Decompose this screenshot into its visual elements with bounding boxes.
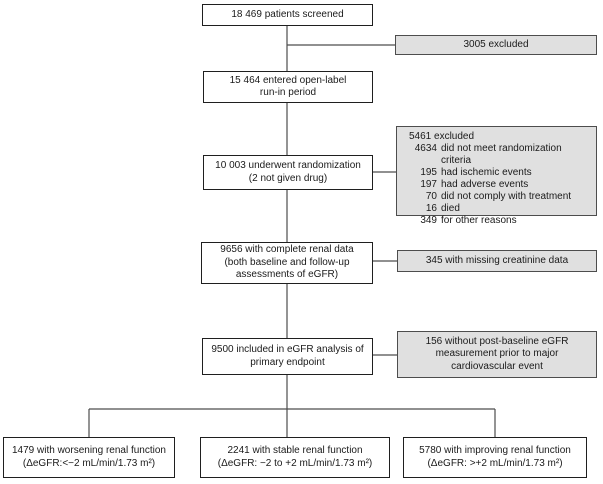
- node-text: 1479 with worsening renal function: [12, 445, 166, 456]
- node-missing-creatinine: 345 with missing creatinine data: [397, 250, 597, 272]
- node-text: primary endpoint: [250, 356, 325, 368]
- node-text: (ΔeGFR: −2 to +2 mL/min/1.73 m²): [217, 457, 373, 469]
- exclusion-reason-count: 4634: [414, 143, 437, 154]
- node-text: 2241 with stable renal function: [227, 445, 363, 456]
- exclusion-reason-row: 16 died: [397, 203, 592, 215]
- node-text: 18 469 patients screened: [231, 8, 344, 20]
- node-text: 9656 with complete renal data: [220, 244, 354, 256]
- node-text: 9500 included in eGFR analysis of: [211, 344, 364, 355]
- exclusion-reason-label: had ischemic events: [441, 167, 532, 178]
- exclusion-reason-count: 195: [420, 167, 437, 178]
- exclusion-reason-count: 349: [420, 215, 437, 226]
- node-text: 15 464 entered open-label: [229, 74, 347, 86]
- node-text: cardiovascular event: [451, 360, 543, 372]
- node-worsening-renal: 1479 with worsening renal function (ΔeGF…: [3, 437, 175, 478]
- exclusion-header: 5461 excluded: [409, 131, 475, 142]
- exclusion-reason-label: for other reasons: [441, 215, 517, 226]
- node-improving-renal: 5780 with improving renal function (ΔeGF…: [403, 437, 587, 478]
- exclusion-reason-count: 16: [425, 203, 437, 214]
- node-text: (ΔeGFR: >+2 mL/min/1.73 m²): [427, 457, 563, 469]
- exclusion-reason-label: died: [441, 203, 460, 214]
- exclusion-reason-row: 4634 did not meet randomization criteria: [397, 143, 592, 167]
- exclusion-reason-row: 70 did not comply with treatment: [397, 191, 592, 203]
- node-text: 5780 with improving renal function: [419, 445, 571, 456]
- exclusion-reason-label: did not meet randomization criteria: [441, 143, 562, 166]
- node-text: 3005 excluded: [463, 38, 529, 50]
- node-complete-renal-data: 9656 with complete renal data (both base…: [201, 242, 373, 284]
- node-stable-renal: 2241 with stable renal function (ΔeGFR: …: [200, 437, 390, 478]
- node-text: measurement prior to major: [435, 348, 559, 360]
- exclusion-reason-row: 195 had ischemic events: [397, 167, 592, 179]
- node-text: (2 not given drug): [248, 172, 328, 184]
- node-patients-screened: 18 469 patients screened: [202, 4, 373, 26]
- node-text: 10 003 underwent randomization: [215, 160, 361, 171]
- exclusion-reason-label: had adverse events: [441, 179, 529, 190]
- exclusion-reason-row: 349 for other reasons: [397, 215, 592, 227]
- exclusion-reason-row: 197 had adverse events: [397, 179, 592, 191]
- node-no-postbaseline-egfr: 156 without post-baseline eGFR measureme…: [397, 331, 597, 378]
- node-egfr-analysis: 9500 included in eGFR analysis of primar…: [202, 338, 373, 375]
- exclusion-reason-count: 197: [420, 179, 437, 190]
- node-excluded-screening: 3005 excluded: [395, 35, 597, 55]
- exclusion-reason-count: 70: [425, 191, 437, 202]
- node-excluded-run-in: 5461 excluded 4634 did not meet randomiz…: [396, 126, 597, 226]
- node-text: (ΔeGFR:<−2 mL/min/1.73 m²): [22, 457, 156, 469]
- node-text: (both baseline and follow-up: [224, 256, 350, 268]
- node-randomized: 10 003 underwent randomization (2 not gi…: [203, 155, 373, 190]
- exclusion-reason-label: did not comply with treatment: [441, 191, 572, 202]
- node-text: 156 without post-baseline eGFR: [425, 335, 569, 347]
- node-open-label-run-in: 15 464 entered open-label run-in period: [203, 71, 373, 103]
- node-text: 345 with missing creatinine data: [425, 254, 569, 266]
- node-text: assessments of eGFR): [235, 269, 339, 281]
- node-text: run-in period: [259, 87, 317, 98]
